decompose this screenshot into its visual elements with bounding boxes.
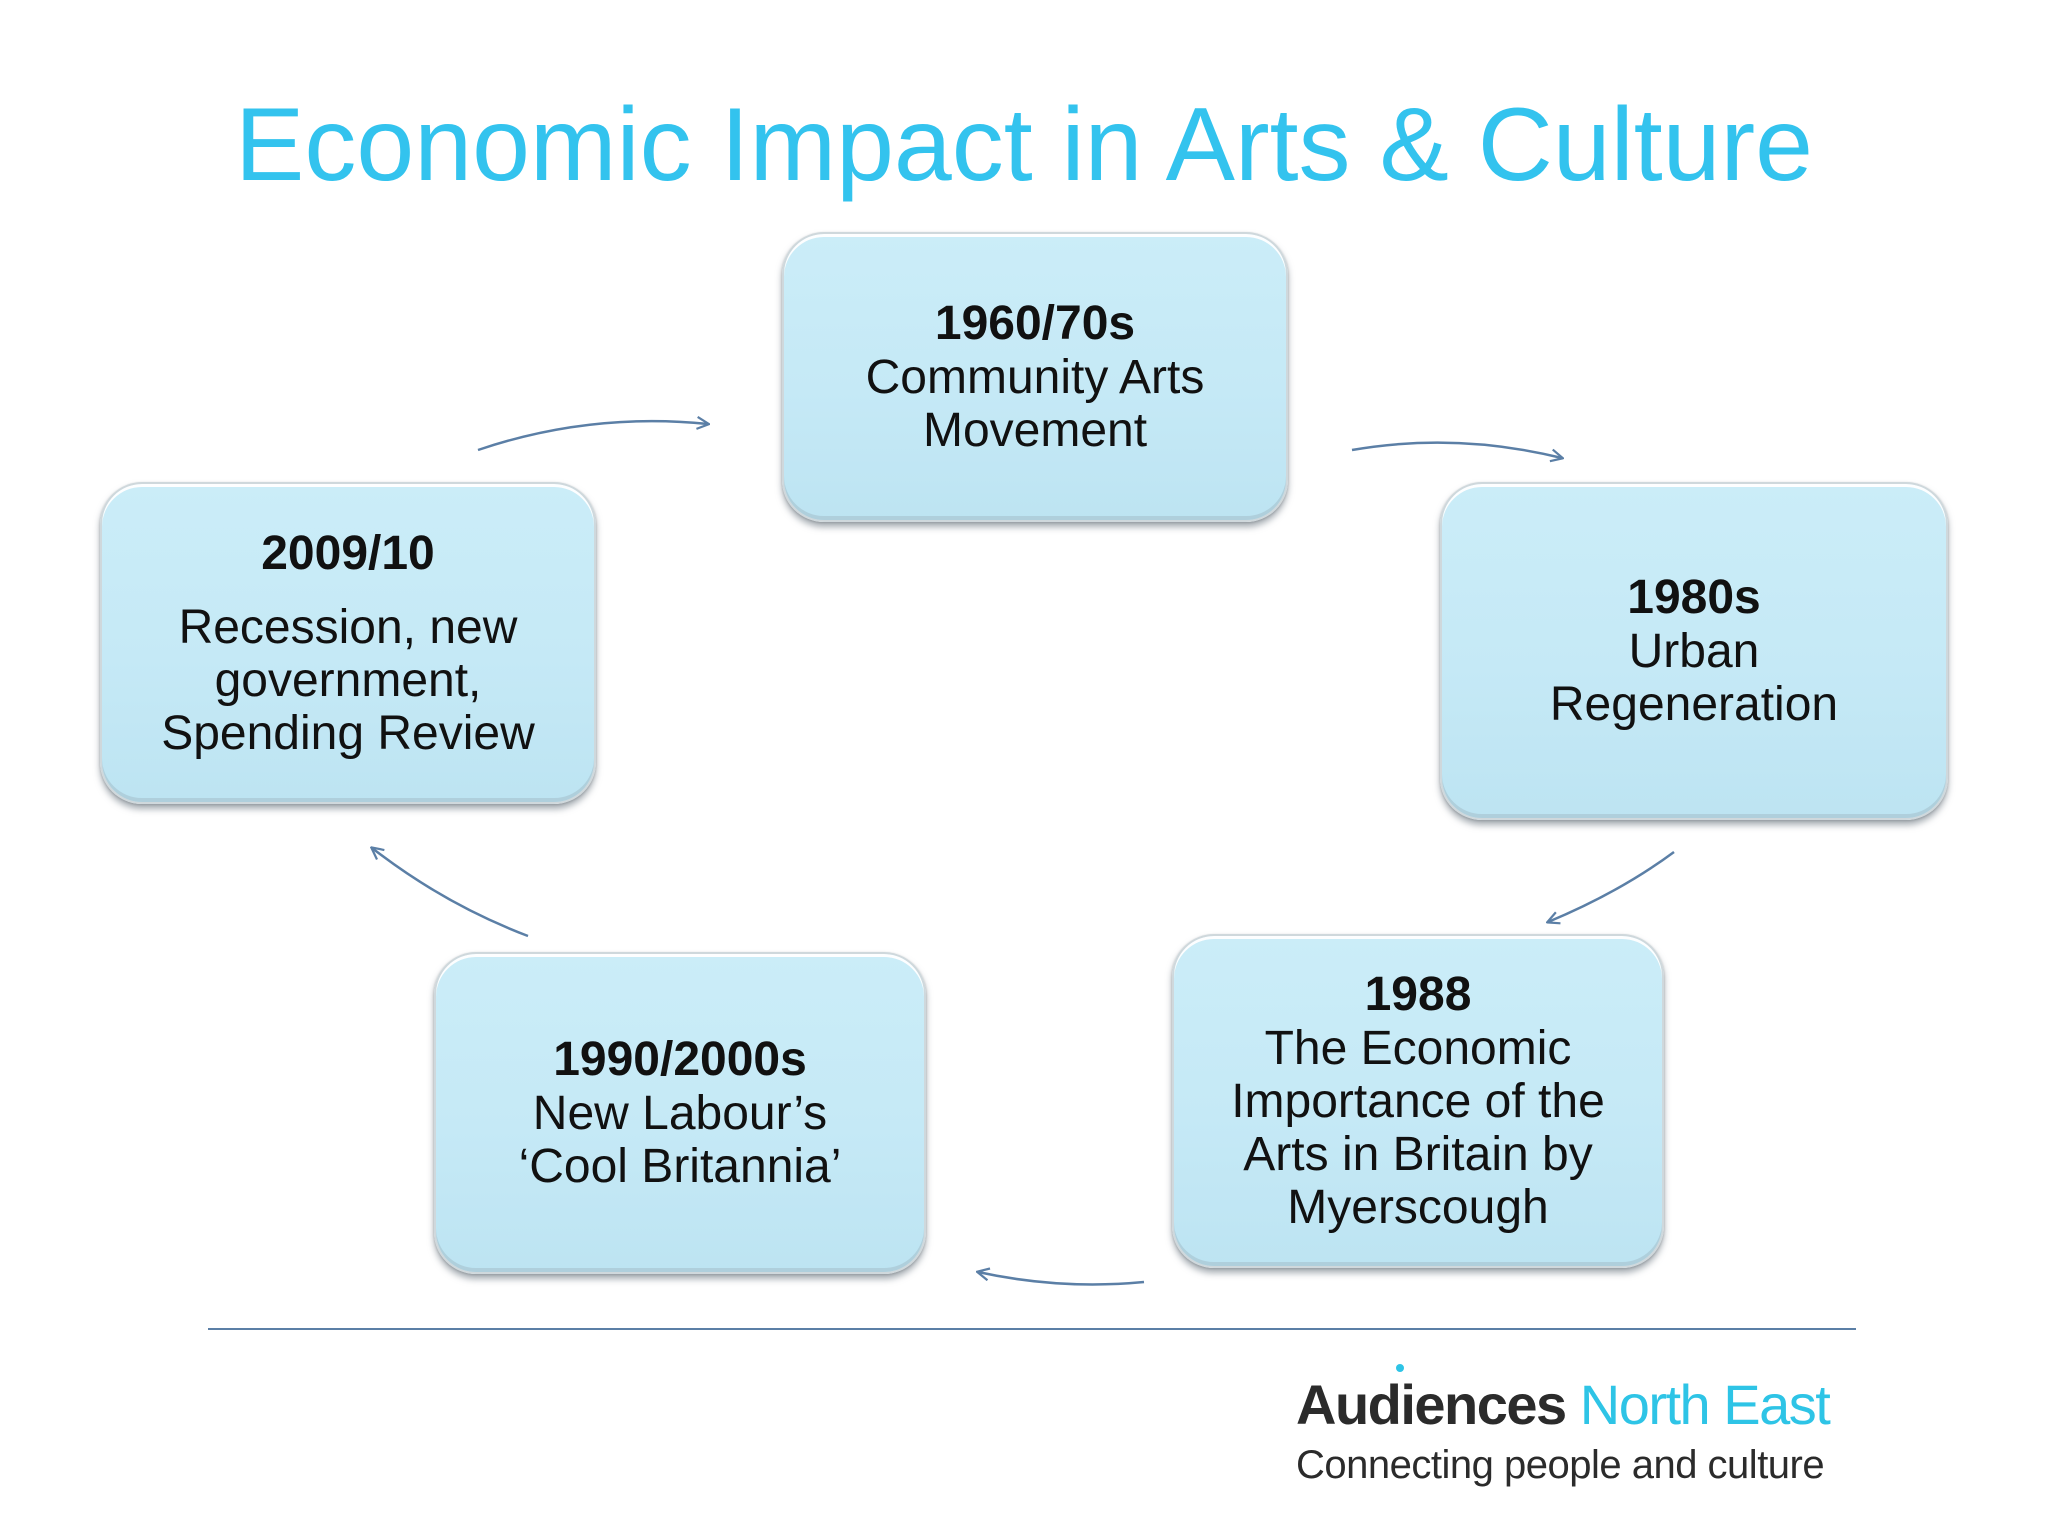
- cycle-description: Urban Regeneration: [1549, 625, 1839, 731]
- audiences-north-east-logo: Audiences North East Connecting people a…: [1290, 1362, 1870, 1487]
- logo-wordmark: Audiences North East: [1296, 1372, 1831, 1438]
- cycle-box-1988: 1988 The Economic Importance of the Arts…: [1172, 934, 1664, 1268]
- arrow-1960-to-1980: [1351, 441, 1562, 458]
- logo-name-part1: Audiences: [1296, 1373, 1567, 1436]
- cycle-box-1960-70s: 1960/70s Community Arts Movement: [782, 232, 1288, 522]
- arrow-1990-to-2009: [372, 848, 529, 938]
- cycle-description: Recession, new government, Spending Revi…: [161, 600, 535, 760]
- cycle-period: 1980s: [1627, 571, 1761, 624]
- arrow-1980-to-1988: [1548, 850, 1675, 922]
- logo-name-part2: North East: [1579, 1373, 1831, 1436]
- cycle-box-1990-2000s: 1990/2000s New Labour’s ‘Cool Britannia’: [434, 952, 926, 1274]
- cycle-box-2009-10: 2009/10 Recession, new government, Spend…: [100, 482, 596, 804]
- footer-divider: [208, 1328, 1856, 1330]
- cycle-period: 1988: [1364, 968, 1472, 1021]
- cycle-description: Community Arts Movement: [865, 351, 1205, 457]
- arrow-1988-to-1990: [978, 1272, 1145, 1286]
- cycle-description: New Labour’s ‘Cool Britannia’: [518, 1087, 842, 1193]
- cycle-period: 2009/10: [261, 526, 435, 580]
- logo-tagline: Connecting people and culture: [1296, 1443, 1825, 1487]
- logo-dot-icon: [1396, 1364, 1404, 1372]
- cycle-period: 1990/2000s: [553, 1033, 807, 1086]
- cycle-description: The Economic Importance of the Arts in B…: [1231, 1022, 1605, 1234]
- cycle-period: 1960/70s: [934, 297, 1136, 350]
- cycle-box-1980s: 1980s Urban Regeneration: [1440, 482, 1948, 820]
- arrow-2009-to-1960: [477, 421, 708, 452]
- slide-title: Economic Impact in Arts & Culture: [235, 87, 1813, 203]
